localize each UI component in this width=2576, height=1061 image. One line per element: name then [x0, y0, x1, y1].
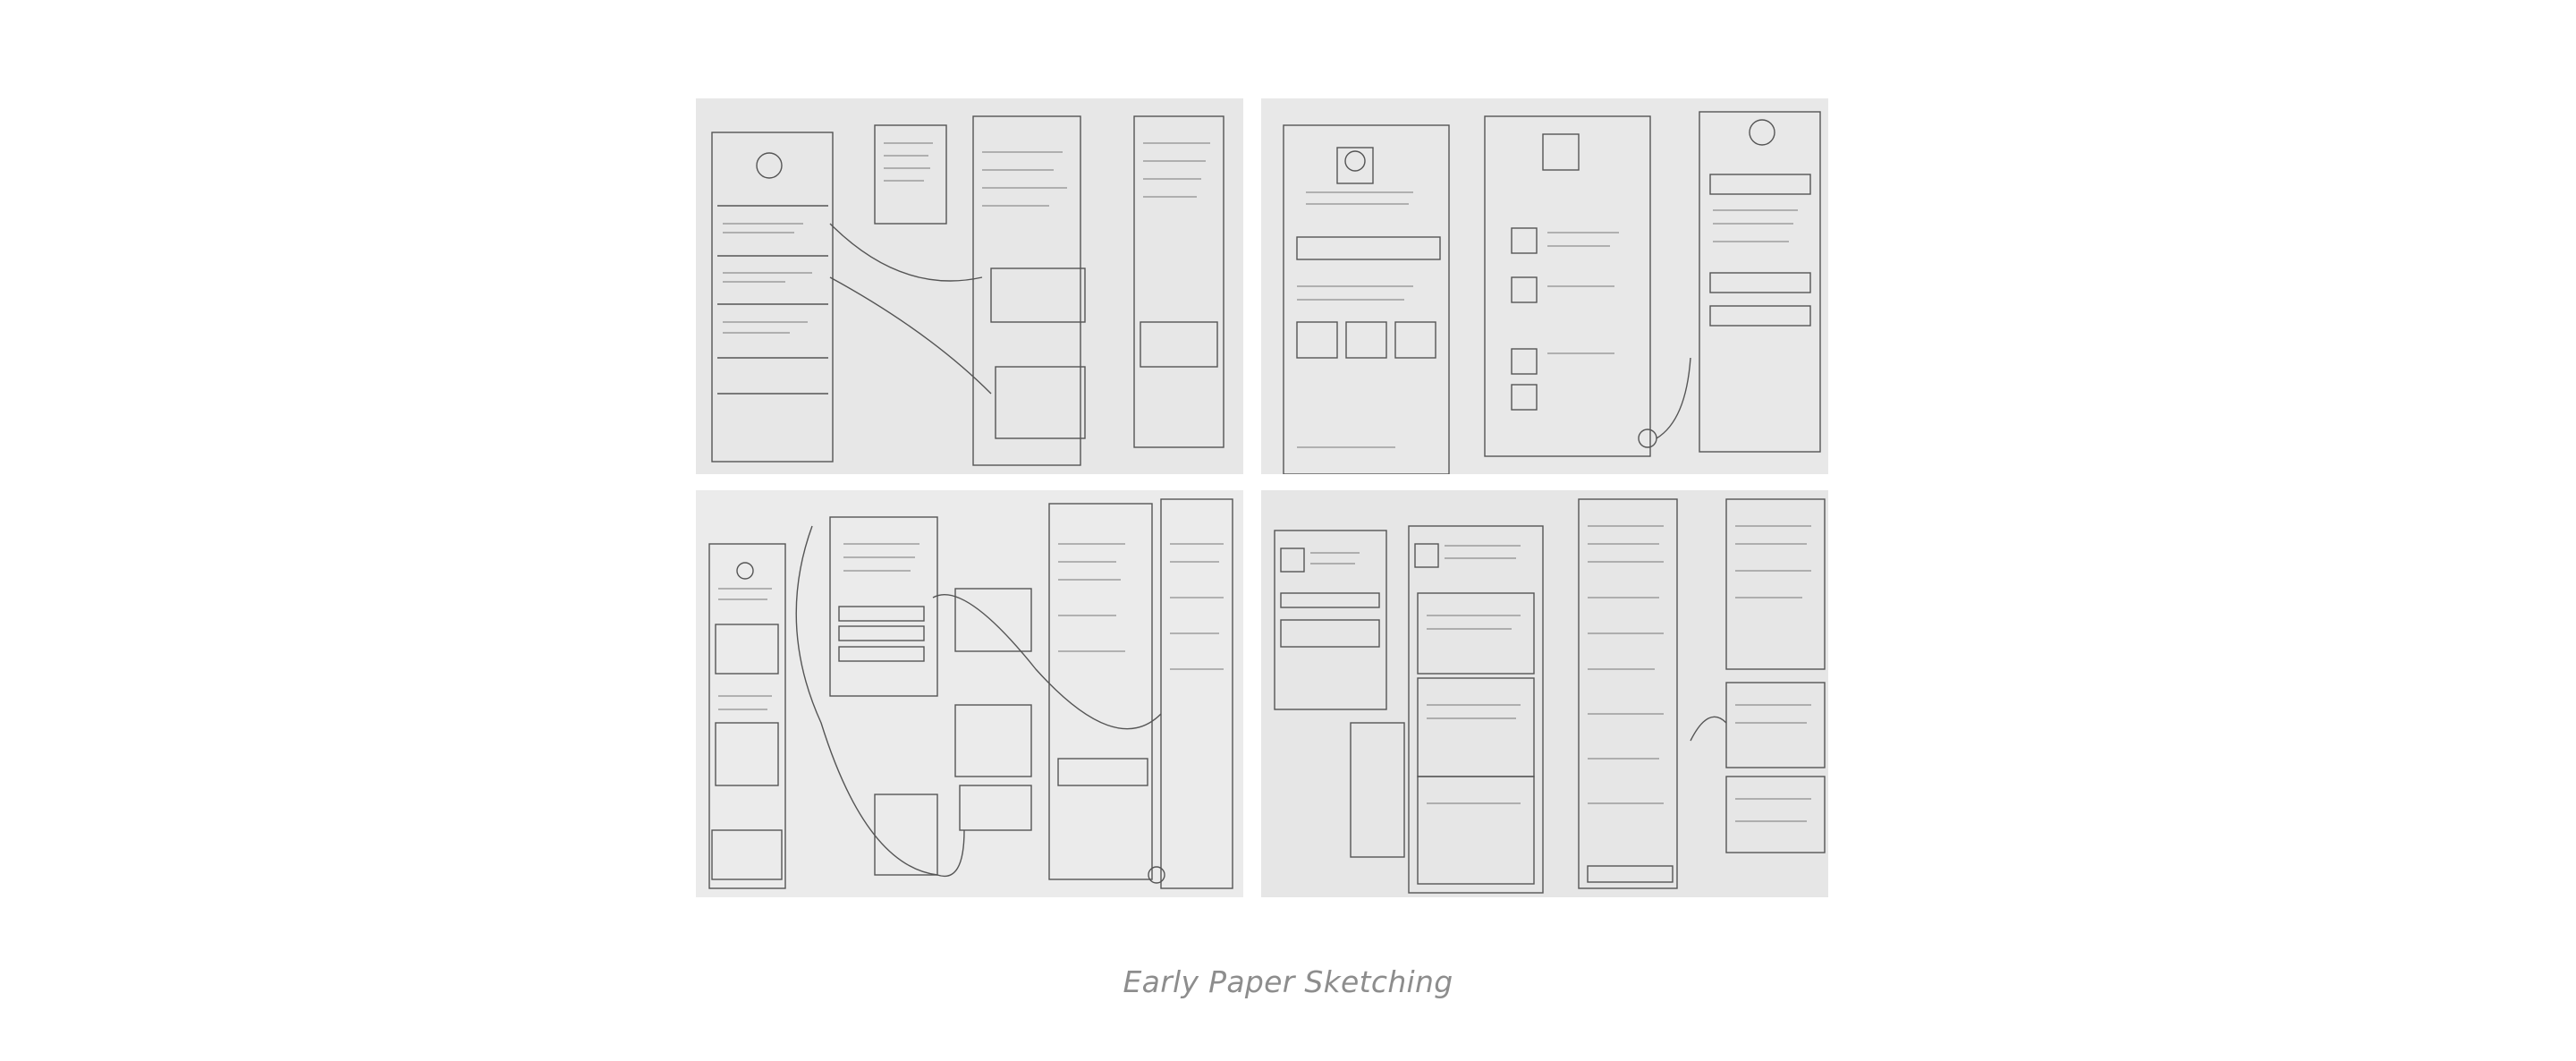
image-caption: Early Paper Sketching: [1123, 964, 1453, 999]
sketch-photo-1: [696, 98, 1243, 474]
sketch-photo-2: [1261, 98, 1828, 474]
sketch-photo-4: [1261, 490, 1828, 897]
sketch-photo-3: [696, 490, 1243, 897]
